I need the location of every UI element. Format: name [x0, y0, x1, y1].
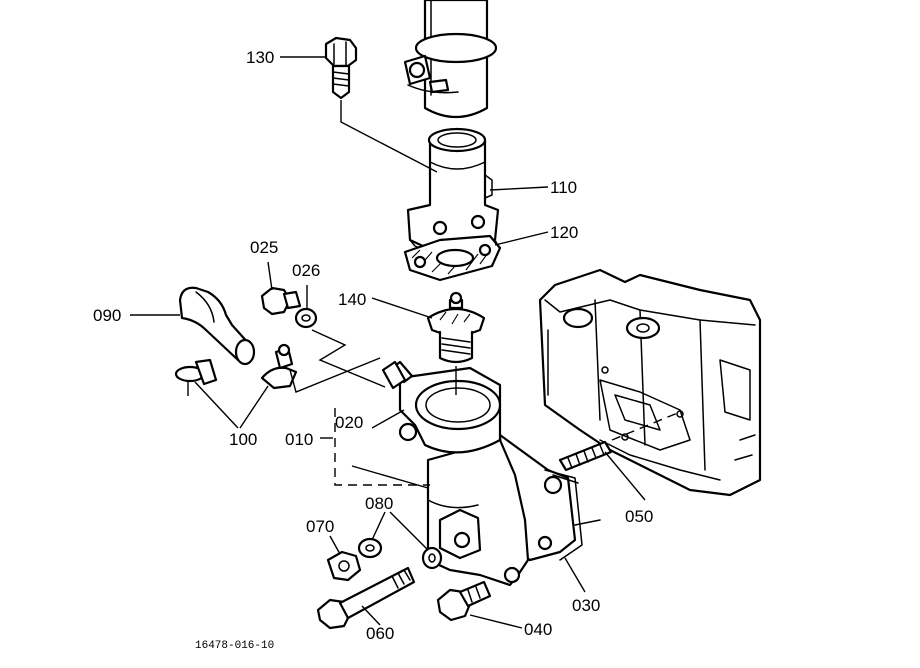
upper-hose [403, 0, 498, 118]
bolt-040 [436, 580, 492, 622]
label-020: 020 [335, 413, 363, 432]
gasket-026 [294, 307, 318, 329]
label-060: 060 [366, 624, 394, 643]
outlet-gasket [403, 234, 502, 282]
label-110: 110 [550, 178, 577, 197]
label-140: 140 [338, 290, 366, 309]
label-100: 100 [229, 430, 257, 449]
bolt-060 [316, 566, 416, 630]
hose-clamp-left [174, 358, 218, 386]
label-080: 080 [365, 494, 393, 513]
union-fitting-025 [260, 286, 302, 316]
label-030: 030 [572, 596, 600, 615]
thermostat-housing [381, 360, 601, 587]
label-070: 070 [306, 517, 334, 536]
nut-070 [326, 550, 362, 582]
hose-clamp-right [260, 343, 298, 390]
label-120: 120 [550, 223, 578, 242]
engine-block [538, 268, 762, 497]
callout-labels: 130 110 120 140 025 026 090 100 020 010 … [93, 48, 653, 652]
washer-080b [421, 546, 443, 570]
drawing-number: 16478-016-10 [195, 640, 274, 652]
stud-050 [558, 440, 613, 472]
leader-lines [130, 56, 681, 629]
label-130: 130 [246, 48, 274, 67]
label-026: 026 [292, 261, 320, 280]
thermostat [426, 291, 486, 364]
label-050: 050 [625, 507, 653, 526]
washer-080a [357, 537, 383, 559]
label-010: 010 [285, 430, 313, 449]
housing-gasket [544, 469, 583, 561]
label-090: 090 [93, 306, 121, 325]
bypass-hose [178, 286, 256, 366]
bolt-130 [324, 36, 358, 100]
label-040: 040 [524, 620, 552, 639]
label-025: 025 [250, 238, 278, 257]
